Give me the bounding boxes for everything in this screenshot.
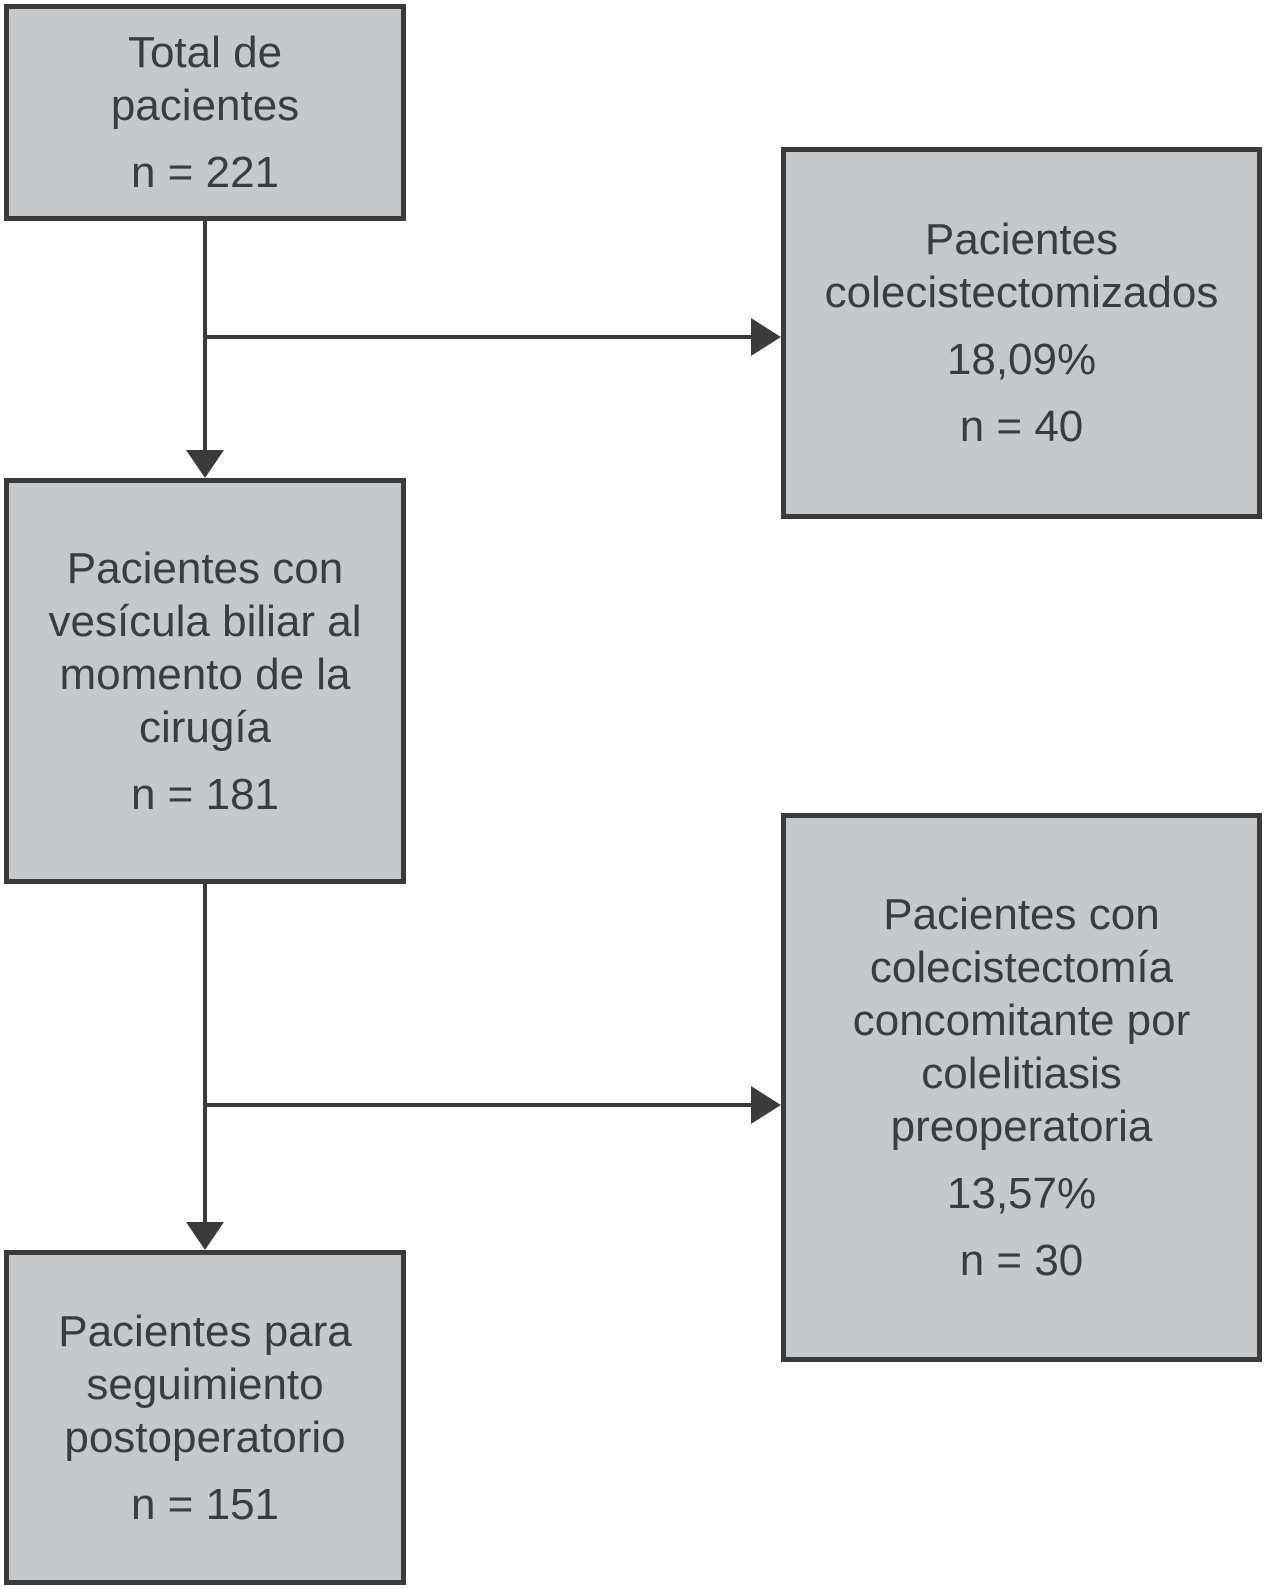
box-cholecystectomized-label: Pacientes colecistectomizados: [824, 215, 1219, 317]
box-concomitant-cholecystectomy-percent: 13,57%: [946, 1169, 1097, 1218]
box-gallbladder-at-surgery-label: Pacientes con vesícula biliar al momento…: [48, 543, 362, 752]
box-gallbladder-at-surgery-n: n = 181: [130, 769, 280, 819]
box-total-patients-n: n = 221: [130, 148, 280, 197]
box-postoperative-followup-n: n = 151: [130, 1479, 280, 1529]
box-postoperative-followup: Pacientes para seguimiento postoperatori…: [4, 1250, 406, 1585]
box-cholecystectomized-n: n = 40: [959, 402, 1084, 451]
arrow-down-icon: [186, 450, 224, 478]
box-total-patients-label: Total de pacientes: [110, 28, 300, 130]
box-postoperative-followup-label: Pacientes para seguimiento postoperatori…: [58, 1306, 352, 1462]
box-cholecystectomized-percent: 18,09%: [946, 335, 1097, 384]
arrow-down-icon: [186, 1222, 224, 1250]
arrow-right-icon: [751, 318, 781, 356]
arrow-right-icon: [751, 1086, 781, 1124]
box-gallbladder-at-surgery: Pacientes con vesícula biliar al momento…: [4, 478, 406, 884]
box-concomitant-cholecystectomy: Pacientes con colecistectomía concomitan…: [781, 813, 1262, 1362]
box-concomitant-cholecystectomy-n: n = 30: [959, 1236, 1084, 1285]
box-concomitant-cholecystectomy-label: Pacientes con colecistectomía concomitan…: [852, 890, 1191, 1151]
box-cholecystectomized-patients: Pacientes colecistectomizados 18,09% n =…: [781, 147, 1262, 519]
box-total-patients: Total de pacientes n = 221: [4, 4, 406, 221]
